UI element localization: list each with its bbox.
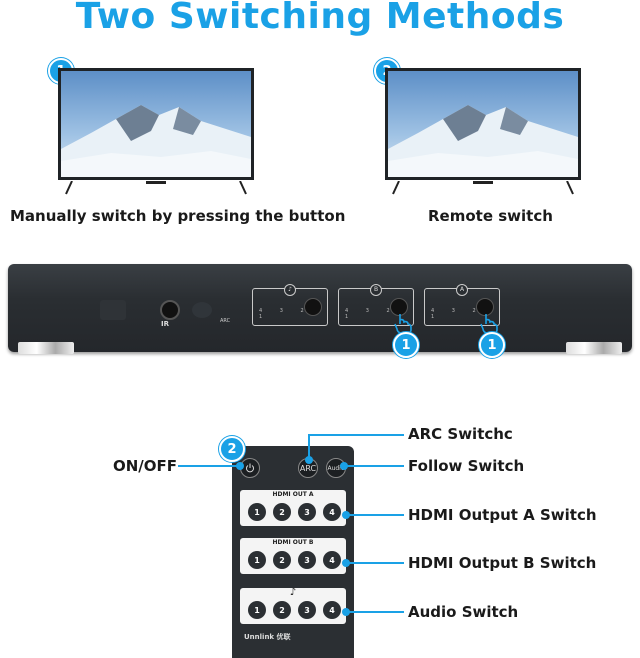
callout-dot <box>305 456 313 464</box>
callout-dot <box>342 511 350 519</box>
audio-group-numbers: 4 3 2 1 <box>259 308 312 320</box>
tv-2 <box>385 68 581 199</box>
panel-audio: ♪ 1 2 3 4 <box>240 587 346 624</box>
out-a-key-4[interactable]: 4 <box>323 503 341 521</box>
hand-press-icon <box>480 314 498 334</box>
brand-logo: Unnlink 优联 <box>244 633 291 641</box>
press-badge-2: 1 <box>479 332 505 358</box>
panel-hdmi-out-a: HDMI OUT A 1 2 3 4 <box>240 490 346 526</box>
page-title: Two Switching Methods <box>75 0 565 37</box>
out-a-key-1[interactable]: 1 <box>248 503 266 521</box>
callout-audio: Audio Switch <box>408 603 519 621</box>
callout-on-off: ON/OFF <box>113 457 178 475</box>
arc-label: ARC <box>220 318 231 324</box>
callout-follow: Follow Switch <box>408 457 525 475</box>
callout-line-audio <box>346 611 404 613</box>
group-a-letter: A <box>456 284 468 296</box>
audio-key-4[interactable]: 4 <box>323 601 341 619</box>
device-foot-left <box>18 342 74 354</box>
tv-stand-2 <box>392 180 574 195</box>
out-a-key-3[interactable]: 3 <box>298 503 316 521</box>
audio-key-3[interactable]: 3 <box>298 601 316 619</box>
callout-arc: ARC Switchc <box>408 425 513 443</box>
callout-dot <box>342 559 350 567</box>
callout-dot <box>340 462 348 470</box>
panel-label: HDMI OUT A <box>272 491 314 498</box>
group-a-numbers: 4 3 2 1 <box>431 308 484 320</box>
callout-line-follow <box>344 465 404 467</box>
out-b-key-4[interactable]: 4 <box>323 551 341 569</box>
out-b-key-1[interactable]: 1 <box>248 551 266 569</box>
group-b-letter: B <box>370 284 382 296</box>
switch-device: IR ARC ♪ 4 3 2 1 B 4 3 2 1 A 4 3 2 1 <box>8 264 632 352</box>
press-badge-1: 1 <box>393 332 419 358</box>
ir-label: IR <box>161 320 169 328</box>
audio-note-icon: ♪ <box>289 587 297 598</box>
callout-line-arc-h <box>308 434 404 436</box>
callout-out-a: HDMI Output A Switch <box>408 506 597 524</box>
callout-line-onoff <box>178 465 240 467</box>
audio-group: ♪ 4 3 2 1 <box>252 284 328 326</box>
method-caption-1: Manually switch by pressing the button <box>10 207 346 225</box>
callout-dot <box>236 462 244 470</box>
out-b-key-2[interactable]: 2 <box>273 551 291 569</box>
callout-out-b: HDMI Output B Switch <box>408 554 597 572</box>
device-foot-right <box>566 342 622 354</box>
arc-button[interactable]: ARC <box>298 458 318 478</box>
group-b-numbers: 4 3 2 1 <box>345 308 398 320</box>
tv-stand-1 <box>65 180 247 195</box>
tv-screen-2 <box>385 68 581 180</box>
method-caption-2: Remote switch <box>428 207 553 225</box>
tv-1 <box>58 68 254 199</box>
callout-line-arc-v <box>308 434 310 460</box>
audio-key-1[interactable]: 1 <box>248 601 266 619</box>
vent <box>100 300 126 320</box>
ir-window <box>192 302 212 318</box>
power-icon <box>246 463 254 473</box>
panel-label: HDMI OUT B <box>272 539 314 546</box>
group-b-switch-button[interactable] <box>390 298 408 316</box>
remote-control: ARC Audio HDMI OUT A 1 2 3 4 HDMI OUT B … <box>232 446 354 658</box>
panel-hdmi-out-b: HDMI OUT B 1 2 3 4 <box>240 538 346 574</box>
group-a: A 4 3 2 1 <box>424 284 500 326</box>
callout-dot <box>342 608 350 616</box>
callout-line-out-a <box>346 514 404 516</box>
group-a-switch-button[interactable] <box>476 298 494 316</box>
callout-line-out-b <box>346 562 404 564</box>
audio-key-2[interactable]: 2 <box>273 601 291 619</box>
group-b: B 4 3 2 1 <box>338 284 414 326</box>
out-b-key-3[interactable]: 3 <box>298 551 316 569</box>
out-a-key-2[interactable]: 2 <box>273 503 291 521</box>
remote-badge: 2 <box>219 436 245 462</box>
ir-port <box>160 300 180 320</box>
audio-icon: ♪ <box>284 284 296 296</box>
tv-screen-1 <box>58 68 254 180</box>
audio-switch-button[interactable] <box>304 298 322 316</box>
hand-press-icon <box>394 314 412 334</box>
